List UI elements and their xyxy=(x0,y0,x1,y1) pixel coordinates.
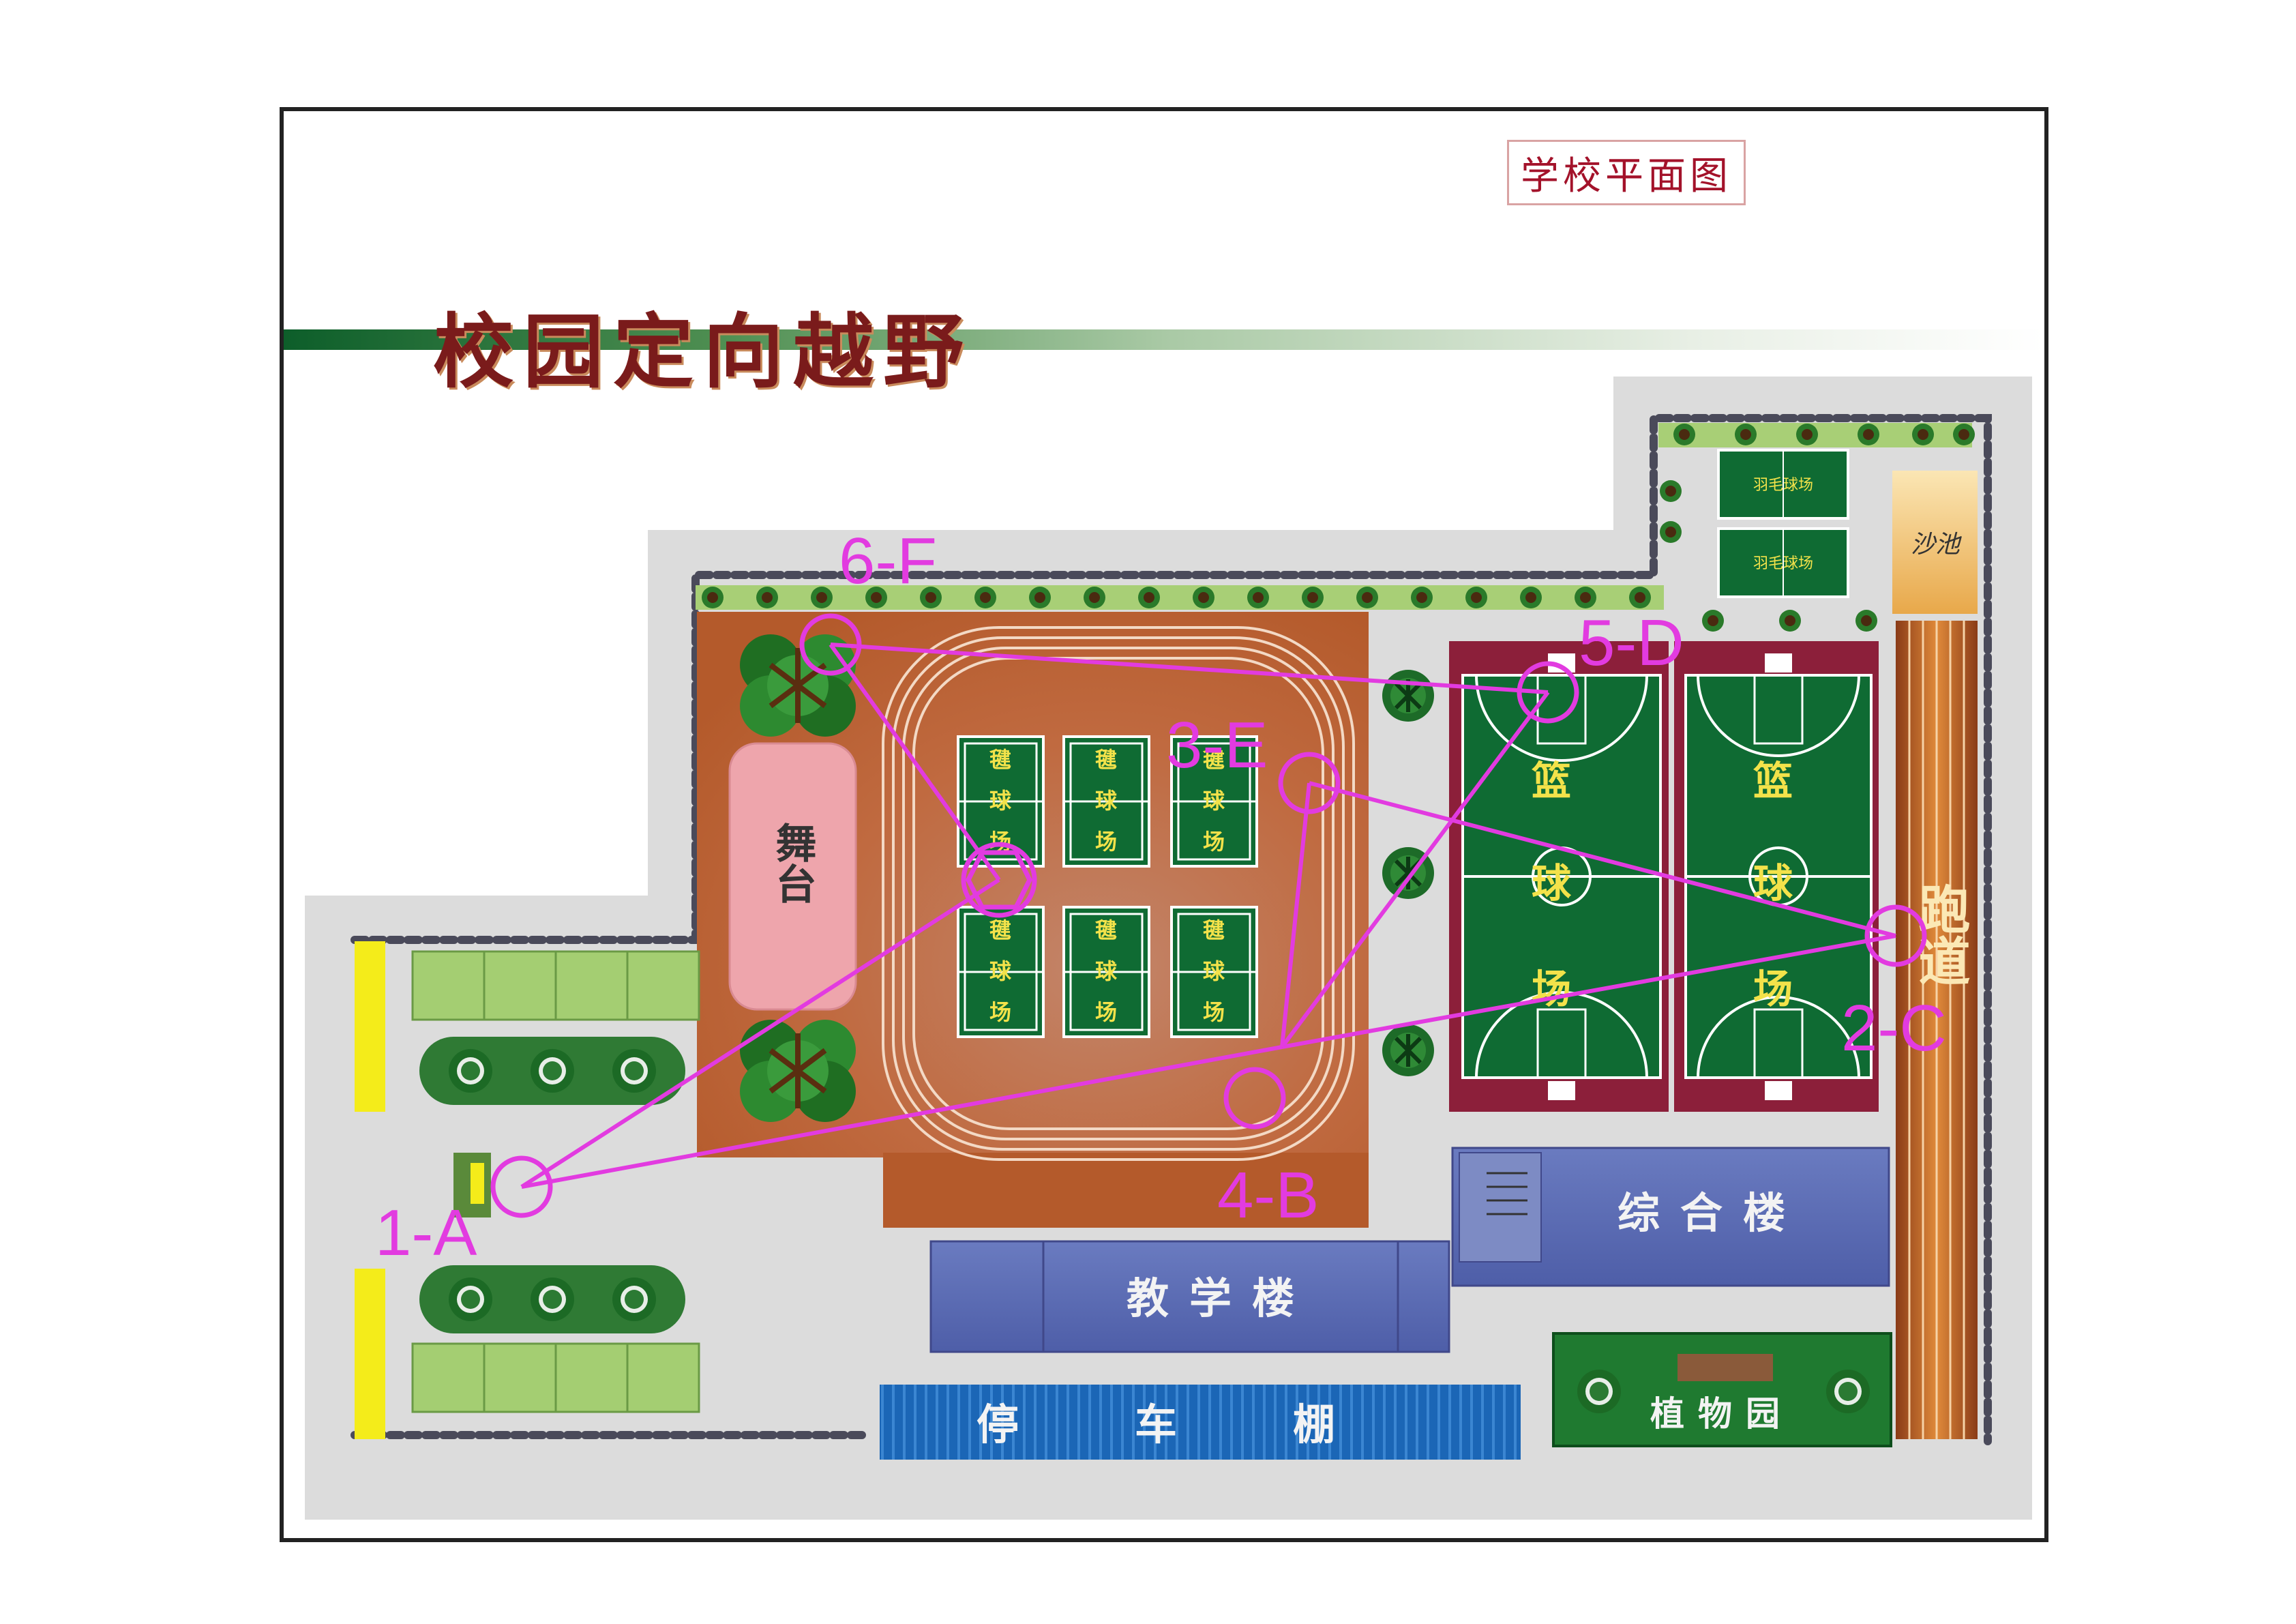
running-track-label: 跑道 xyxy=(1910,883,1971,986)
shrub-3 xyxy=(1382,1024,1434,1076)
teaching-building-label: 教学楼 xyxy=(1127,1273,1315,1323)
checkpoint-label-3e: 3-E xyxy=(1166,709,1268,782)
checkpoint-5d-circle xyxy=(1517,661,1579,724)
bike-shed xyxy=(880,1385,1521,1460)
map-title: 校园定向越野 xyxy=(433,304,974,399)
header-divider xyxy=(284,329,2044,350)
basketball-labels: 篮 球 场 篮 球 场 xyxy=(1532,758,1793,1012)
small-court-char: 球 xyxy=(1095,958,1118,984)
gate-post-bottom xyxy=(355,1269,385,1439)
small-court-char: 场 xyxy=(1203,999,1225,1025)
bike-shed-label: 停车棚 xyxy=(976,1400,1451,1449)
center-marker-hexagon xyxy=(966,850,1032,910)
basketball-char: 篮 xyxy=(1532,758,1571,804)
small-court-char: 球 xyxy=(1095,788,1118,814)
checkpoint-2c-circle xyxy=(1864,904,1927,967)
small-court-char: 毽 xyxy=(989,917,1011,943)
stage xyxy=(728,742,857,1011)
checkpoint-label-6f: 6-F xyxy=(839,525,937,597)
small-court-char: 毽 xyxy=(1095,747,1117,773)
complex-building-label: 综合楼 xyxy=(1617,1188,1806,1238)
small-court-char: 毽 xyxy=(1203,917,1225,943)
checkpoint-6f-circle xyxy=(799,613,862,676)
small-court-char: 毽 xyxy=(1095,917,1117,943)
small-court-char: 场 xyxy=(1203,829,1225,855)
stage-label: 舞台 xyxy=(769,822,816,904)
big-tree-top xyxy=(740,634,856,737)
sand-pit xyxy=(1892,471,1978,614)
page-subtitle: 学校平面图 xyxy=(1507,140,1746,205)
checkpoint-circles xyxy=(490,613,1927,1218)
badminton-label: 羽毛球场 xyxy=(1753,477,1813,494)
checkpoint-label-1a: 1-A xyxy=(375,1196,477,1269)
basketball-char: 球 xyxy=(1532,860,1572,906)
checkpoint-label-2c: 2-C xyxy=(1841,992,1947,1065)
checkpoint-label-5d: 5-D xyxy=(1579,606,1684,679)
running-track-oval xyxy=(882,626,1355,1161)
teaching-building xyxy=(929,1240,1450,1353)
center-marker-circle xyxy=(961,842,1037,918)
checkpoint-1a-circle xyxy=(490,1155,553,1218)
small-court-char: 场 xyxy=(989,999,1011,1025)
checkpoint-3e-circle xyxy=(1278,752,1341,814)
small-court-char: 球 xyxy=(1203,958,1225,984)
small-court-char: 场 xyxy=(1095,829,1117,855)
small-court-labels: 毽 球 场 毽 球 场 毽 球 场 毽 球 场 毽 球 场 毽 球 场 xyxy=(989,747,1225,1025)
small-court-char: 球 xyxy=(1203,788,1225,814)
checkpoint-4b-circle xyxy=(1223,1067,1286,1130)
gate-post-top xyxy=(355,941,385,1112)
checkpoint-label-4b: 4-B xyxy=(1217,1159,1319,1232)
small-court-char: 球 xyxy=(989,958,1012,984)
basketball-courts xyxy=(1449,641,1879,1112)
basketball-char: 场 xyxy=(1532,966,1571,1012)
hedge-strip-top xyxy=(696,585,1664,610)
badminton-label: 羽毛球场 xyxy=(1753,555,1813,572)
small-court-char-1: 毽 xyxy=(989,747,1011,773)
small-court-char: 毽 xyxy=(1203,747,1225,773)
badminton-courts xyxy=(1717,449,1849,598)
checkpoint-labels: 1-A 2-C 3-E 4-B 5-D 6-F xyxy=(375,525,1947,1269)
sand-pit-label: 沙池 xyxy=(1911,531,1962,559)
field-lower xyxy=(883,1153,1369,1228)
track-lanes xyxy=(1908,621,1965,1439)
botanical-garden-label: 植物园 xyxy=(1650,1393,1793,1434)
boundary-wall xyxy=(351,414,1992,1445)
small-court-char: 场 xyxy=(1095,999,1117,1025)
small-court-char-2: 球 xyxy=(989,788,1012,814)
shrub-1 xyxy=(1382,670,1434,722)
basketball-char: 场 xyxy=(1753,966,1793,1012)
basketball-char: 篮 xyxy=(1753,758,1793,804)
orienteering-route xyxy=(520,643,1896,1189)
